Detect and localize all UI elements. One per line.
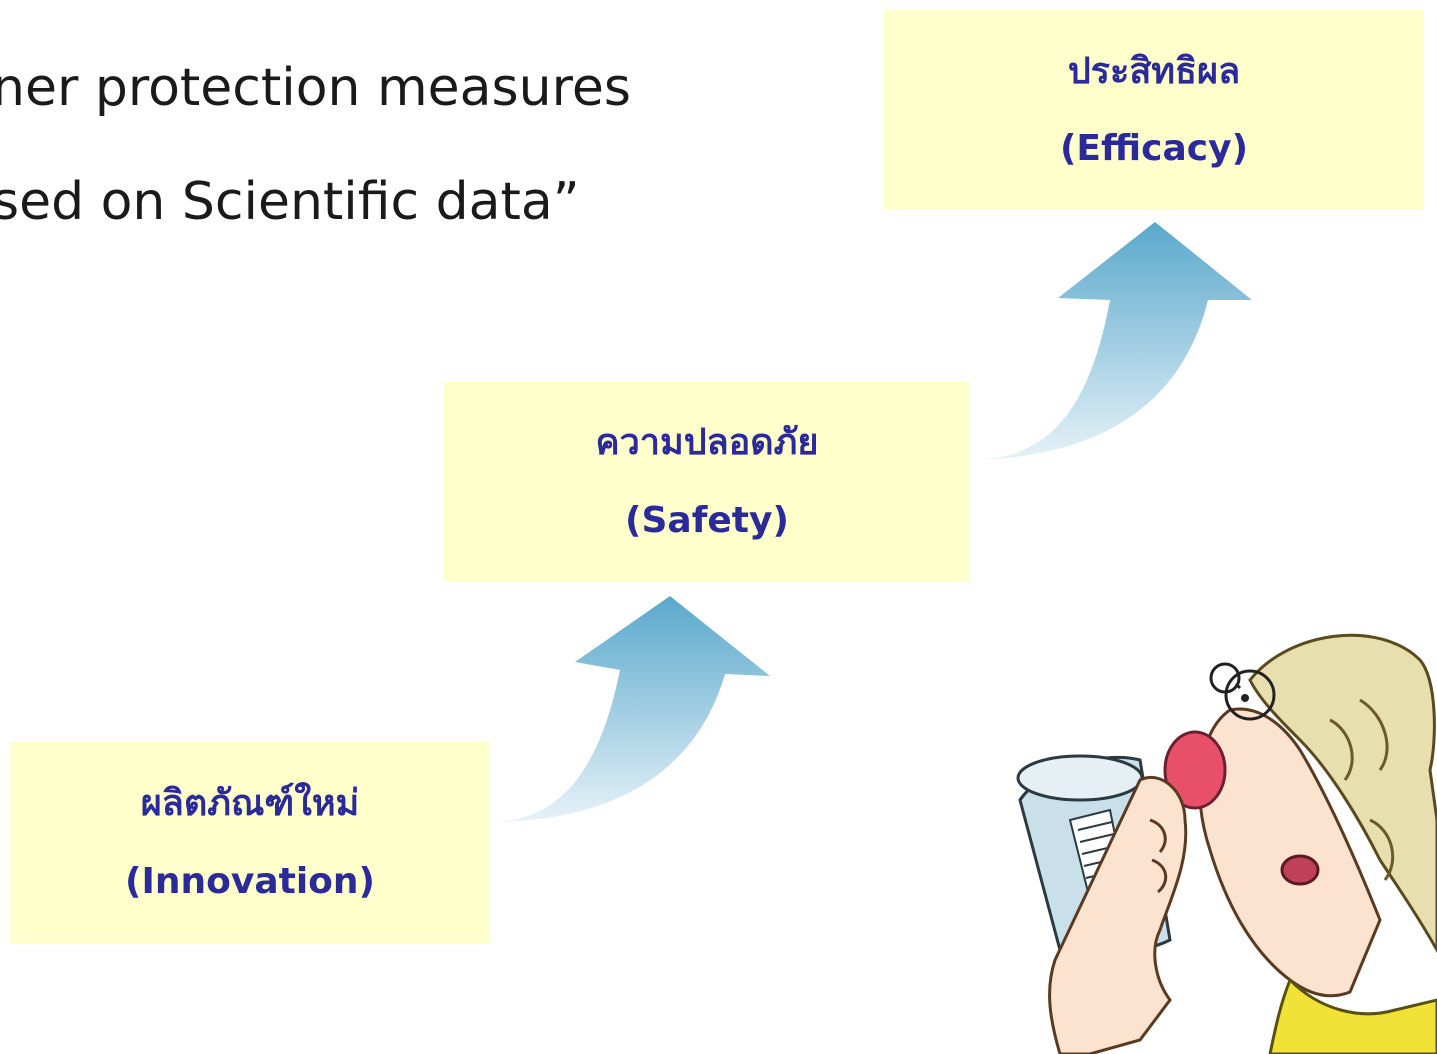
cartoon-person-reading-label-illustration [1016,633,1437,1054]
efficacy-english-label: (Efficacy) [1059,128,1249,169]
safety-box: ความปลอดภัย (Safety) [444,382,970,581]
safety-thai-label: ความปลอดภัย [595,422,819,464]
curved-arrow-safety-to-efficacy [975,222,1252,460]
innovation-box: ผลิตภัณฑ์ใหม่ (Innovation) [10,742,490,943]
curved-arrow-innovation-to-safety [495,596,770,822]
efficacy-box: ประสิทธิผล (Efficacy) [884,10,1424,210]
innovation-english-label: (Innovation) [125,860,375,902]
innovation-thai-label: ผลิตภัณฑ์ใหม่ [140,783,360,825]
safety-english-label: (Safety) [625,499,789,541]
efficacy-thai-label: ประสิทธิผล [1067,50,1241,92]
title-line-1: ner protection measures [0,58,631,118]
title-line-2: sed on Scientific data” [0,172,580,232]
